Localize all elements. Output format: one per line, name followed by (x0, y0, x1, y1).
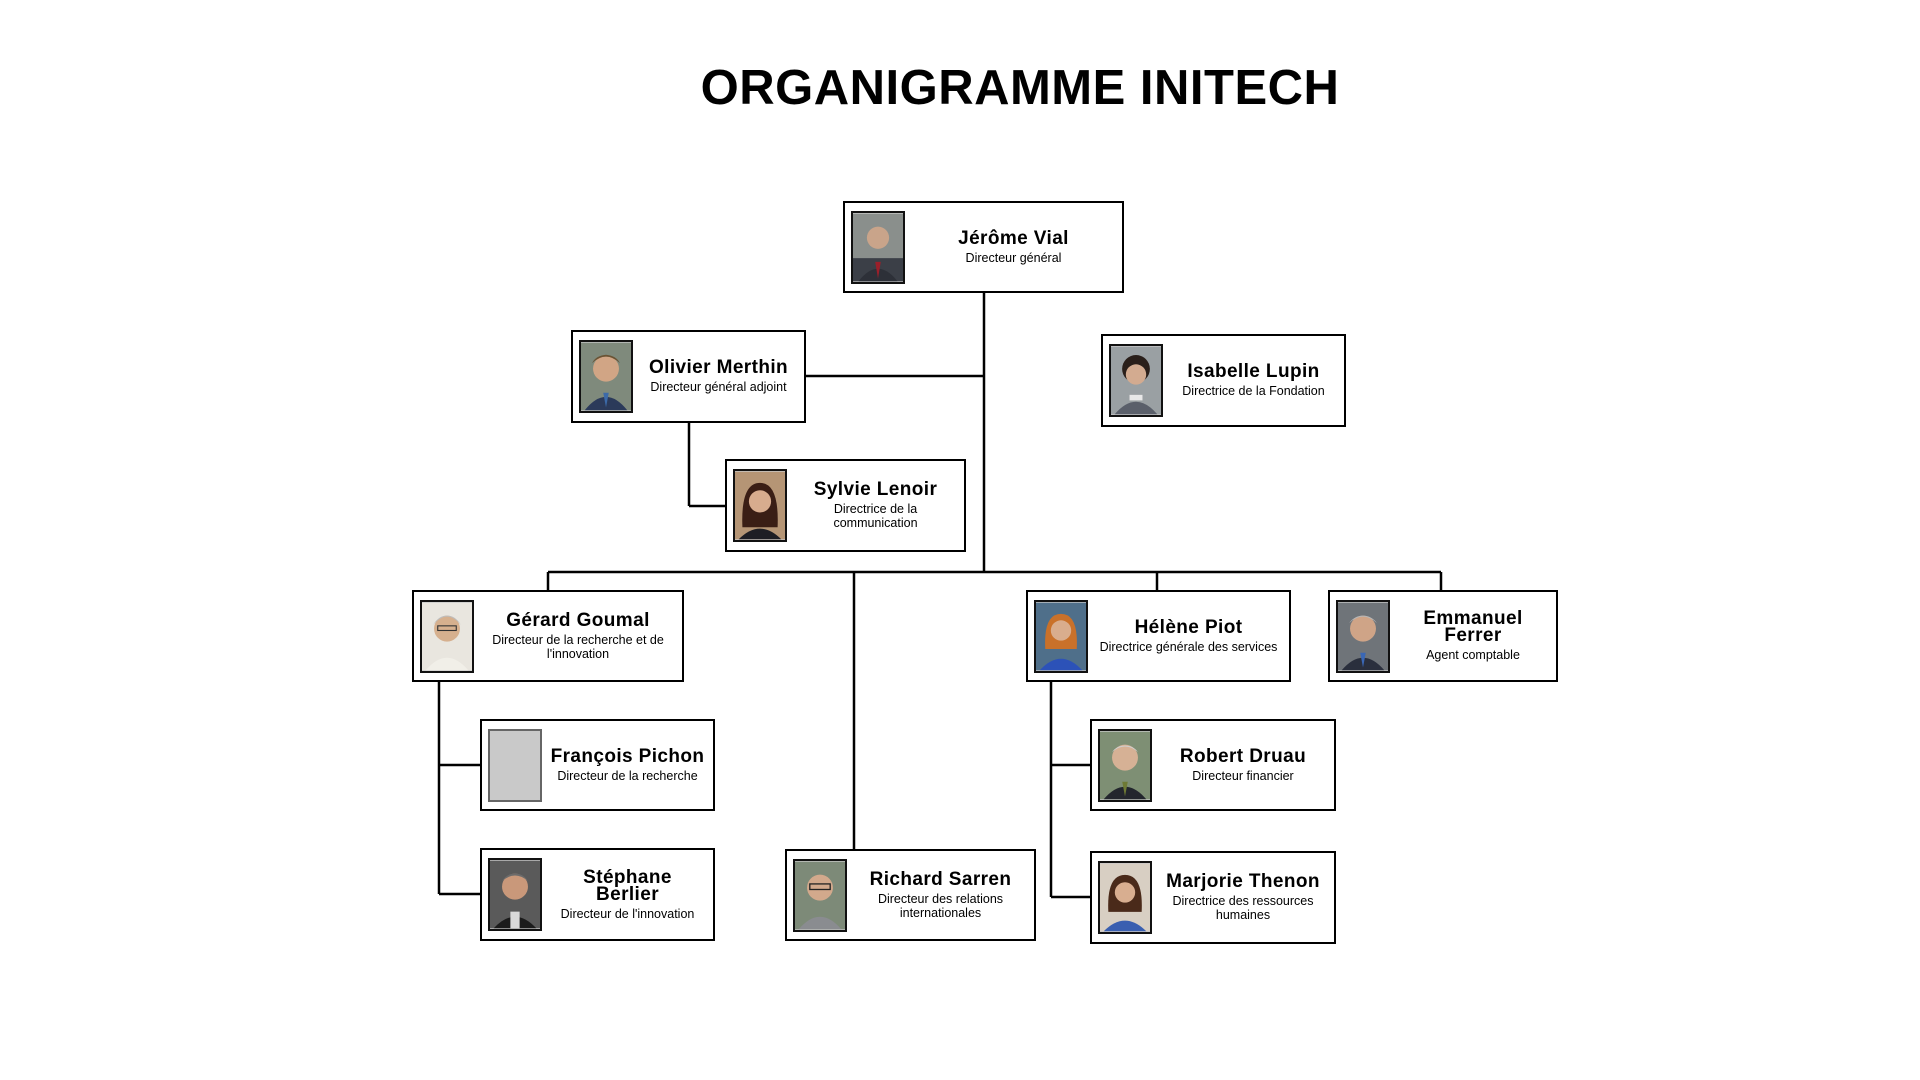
portrait-photo (488, 858, 542, 931)
person-role: Directeur de la recherche (557, 768, 698, 783)
node-info: Hélène Piot Directrice générale des serv… (1092, 592, 1285, 680)
node-olivier-merthin: Olivier Merthin Directeur général adjoin… (571, 330, 806, 423)
portrait-photo (1098, 729, 1152, 802)
person-name: Gérard Goumal (506, 609, 650, 631)
node-info: Emmanuel Ferrer Agent comptable (1394, 592, 1552, 680)
node-info: Jérôme Vial Directeur général (909, 203, 1118, 291)
node-francois-pichon: François Pichon Directeur de la recherch… (480, 719, 715, 811)
node-info: Gérard Goumal Directeur de la recherche … (478, 592, 678, 680)
person-role: Directeur de la recherche et de l'innova… (492, 632, 664, 661)
node-sylvie-lenoir: Sylvie Lenoir Directrice de la communica… (725, 459, 966, 552)
portrait-photo (420, 600, 474, 673)
node-isabelle-lupin: Isabelle Lupin Directrice de la Fondatio… (1101, 334, 1346, 427)
node-jerome-vial: Jérôme Vial Directeur général (843, 201, 1124, 293)
portrait-photo (1109, 344, 1163, 417)
person-name: Jérôme Vial (958, 227, 1069, 249)
node-marjorie-thenon: Marjorie Thenon Directrice des ressource… (1090, 851, 1336, 944)
person-role: Directeur de l'innovation (560, 906, 695, 921)
node-info: Isabelle Lupin Directrice de la Fondatio… (1167, 336, 1340, 425)
node-info: François Pichon Directeur de la recherch… (546, 721, 709, 809)
person-name: François Pichon (550, 745, 705, 767)
person-role: Directrice des ressources humaines (1172, 894, 1314, 922)
node-helene-piot: Hélène Piot Directrice générale des serv… (1026, 590, 1291, 682)
node-info: Richard Sarren Directeur des relations i… (851, 851, 1030, 939)
person-name: Emmanuel Ferrer (1423, 608, 1523, 646)
portrait-placeholder (488, 729, 542, 802)
node-gerard-goumal: Gérard Goumal Directeur de la recherche … (412, 590, 684, 682)
person-role: Directeur général adjoint (650, 380, 787, 394)
person-name: Richard Sarren (869, 868, 1012, 890)
person-role: Directeur financier (1192, 768, 1294, 783)
node-emmanuel-ferrer: Emmanuel Ferrer Agent comptable (1328, 590, 1558, 682)
person-name: Robert Druau (1179, 745, 1307, 767)
person-role: Agent comptable (1426, 648, 1520, 662)
node-stephane-berlier: Stéphane Berlier Directeur de l'innovati… (480, 848, 715, 941)
node-info: Olivier Merthin Directeur général adjoin… (637, 332, 800, 421)
person-name: Olivier Merthin (648, 357, 789, 378)
node-info: Robert Druau Directeur financier (1156, 721, 1330, 809)
node-info: Sylvie Lenoir Directrice de la communica… (791, 461, 960, 550)
person-name: Marjorie Thenon (1166, 871, 1320, 892)
node-info: Marjorie Thenon Directrice des ressource… (1156, 853, 1330, 942)
chart-title: ORGANIGRAMME INITECH (700, 61, 1340, 115)
portrait-photo (1098, 861, 1152, 934)
portrait-photo (1034, 600, 1088, 673)
portrait-photo (733, 469, 787, 542)
portrait-photo (1336, 600, 1390, 673)
portrait-photo (851, 211, 905, 284)
node-info: Stéphane Berlier Directeur de l'innovati… (546, 850, 709, 939)
person-role: Directrice de la Fondation (1182, 384, 1325, 398)
portrait-photo (793, 859, 847, 932)
person-name: Sylvie Lenoir (813, 479, 938, 500)
person-role: Directrice de la communication (833, 502, 918, 530)
person-name: Hélène Piot (1134, 616, 1243, 638)
person-role: Directrice générale des services (1099, 639, 1278, 654)
node-richard-sarren: Richard Sarren Directeur des relations i… (785, 849, 1036, 941)
person-name: Isabelle Lupin (1187, 361, 1320, 382)
node-robert-druau: Robert Druau Directeur financier (1090, 719, 1336, 811)
portrait-photo (579, 340, 633, 413)
person-role: Directeur général (965, 250, 1062, 265)
person-role: Directeur des relations internationales (877, 891, 1004, 920)
person-name: Stéphane Berlier (583, 866, 672, 905)
